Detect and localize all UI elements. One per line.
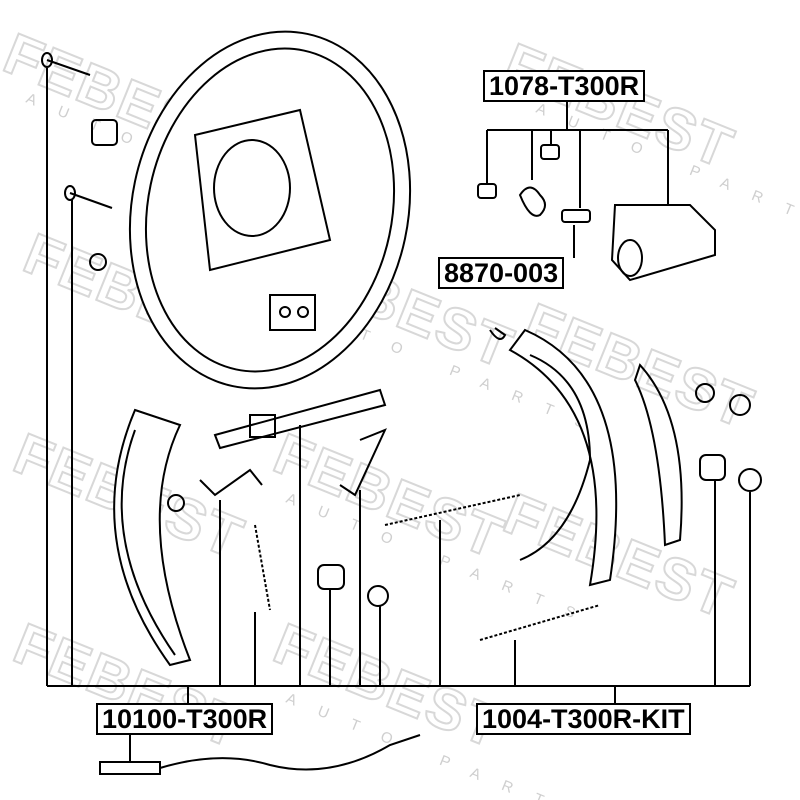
adjuster-and-springs [167, 327, 762, 641]
brake-shoes [113, 328, 618, 667]
part-number-parking-brake-cable: 10100-T300R [96, 703, 274, 735]
backing-plate [128, 30, 412, 390]
part-number-wheel-cylinder-kit: 1078-T300R [483, 70, 646, 102]
wheel-cylinder-parts [477, 144, 716, 282]
hold-down-pins [41, 52, 118, 271]
part-number-bleeder-screw: 8870-003 [438, 257, 565, 289]
part-number-brake-shoe-kit: 1004-T300R-KIT [476, 703, 691, 735]
leader-lines [46, 68, 751, 762]
parking-brake-cable [99, 734, 421, 775]
